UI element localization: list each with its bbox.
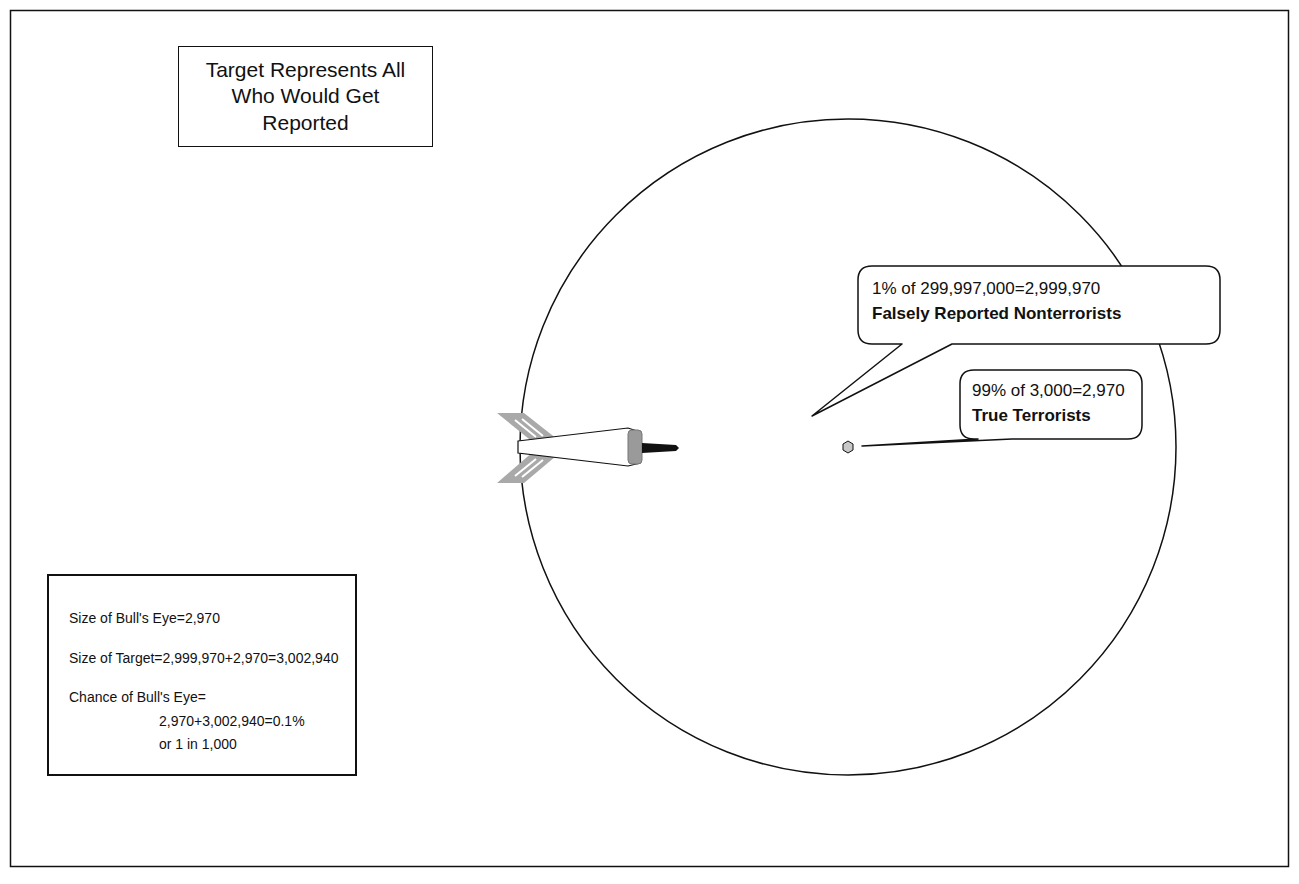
dart bbox=[497, 413, 679, 483]
callout-figure: 1% of 299,997,000=2,999,970 bbox=[872, 278, 1208, 299]
callout-figure: 99% of 3,000=2,970 bbox=[972, 380, 1132, 401]
bulls-eye bbox=[843, 441, 853, 453]
box-text: Size of Target=2,999,970+2,970=3,002,940 bbox=[69, 650, 341, 668]
text-box: Target Represents All Who Would Get Repo… bbox=[178, 46, 433, 147]
fin-stripe bbox=[522, 419, 543, 436]
callout-path bbox=[862, 370, 1142, 446]
box-text: Size of Bull's Eye=2,970 bbox=[69, 610, 341, 628]
callout-bubble: 1% of 299,997,000=2,999,970Falsely Repor… bbox=[858, 266, 1220, 344]
dart-needle bbox=[642, 443, 679, 453]
fin-stripe bbox=[522, 460, 543, 477]
box-text: Target Represents All Who Would Get Repo… bbox=[187, 57, 424, 136]
dart-shaft bbox=[518, 428, 640, 466]
callout-path bbox=[812, 266, 1220, 416]
callout-label: Falsely Reported Nonterrorists bbox=[872, 303, 1208, 324]
callout-label: True Terrorists bbox=[972, 405, 1132, 426]
box-text: 2,970+3,002,940=0.1% bbox=[159, 713, 341, 731]
frame bbox=[11, 11, 1289, 867]
dart-ferrule bbox=[628, 430, 642, 464]
text-box: Size of Bull's Eye=2,970Size of Target=2… bbox=[47, 574, 357, 776]
callout-outline bbox=[960, 370, 1142, 439]
box-text: Chance of Bull's Eye= bbox=[69, 689, 341, 707]
box-text: or 1 in 1,000 bbox=[159, 736, 341, 754]
callout-bubble: 99% of 3,000=2,970True Terrorists bbox=[960, 370, 1142, 439]
